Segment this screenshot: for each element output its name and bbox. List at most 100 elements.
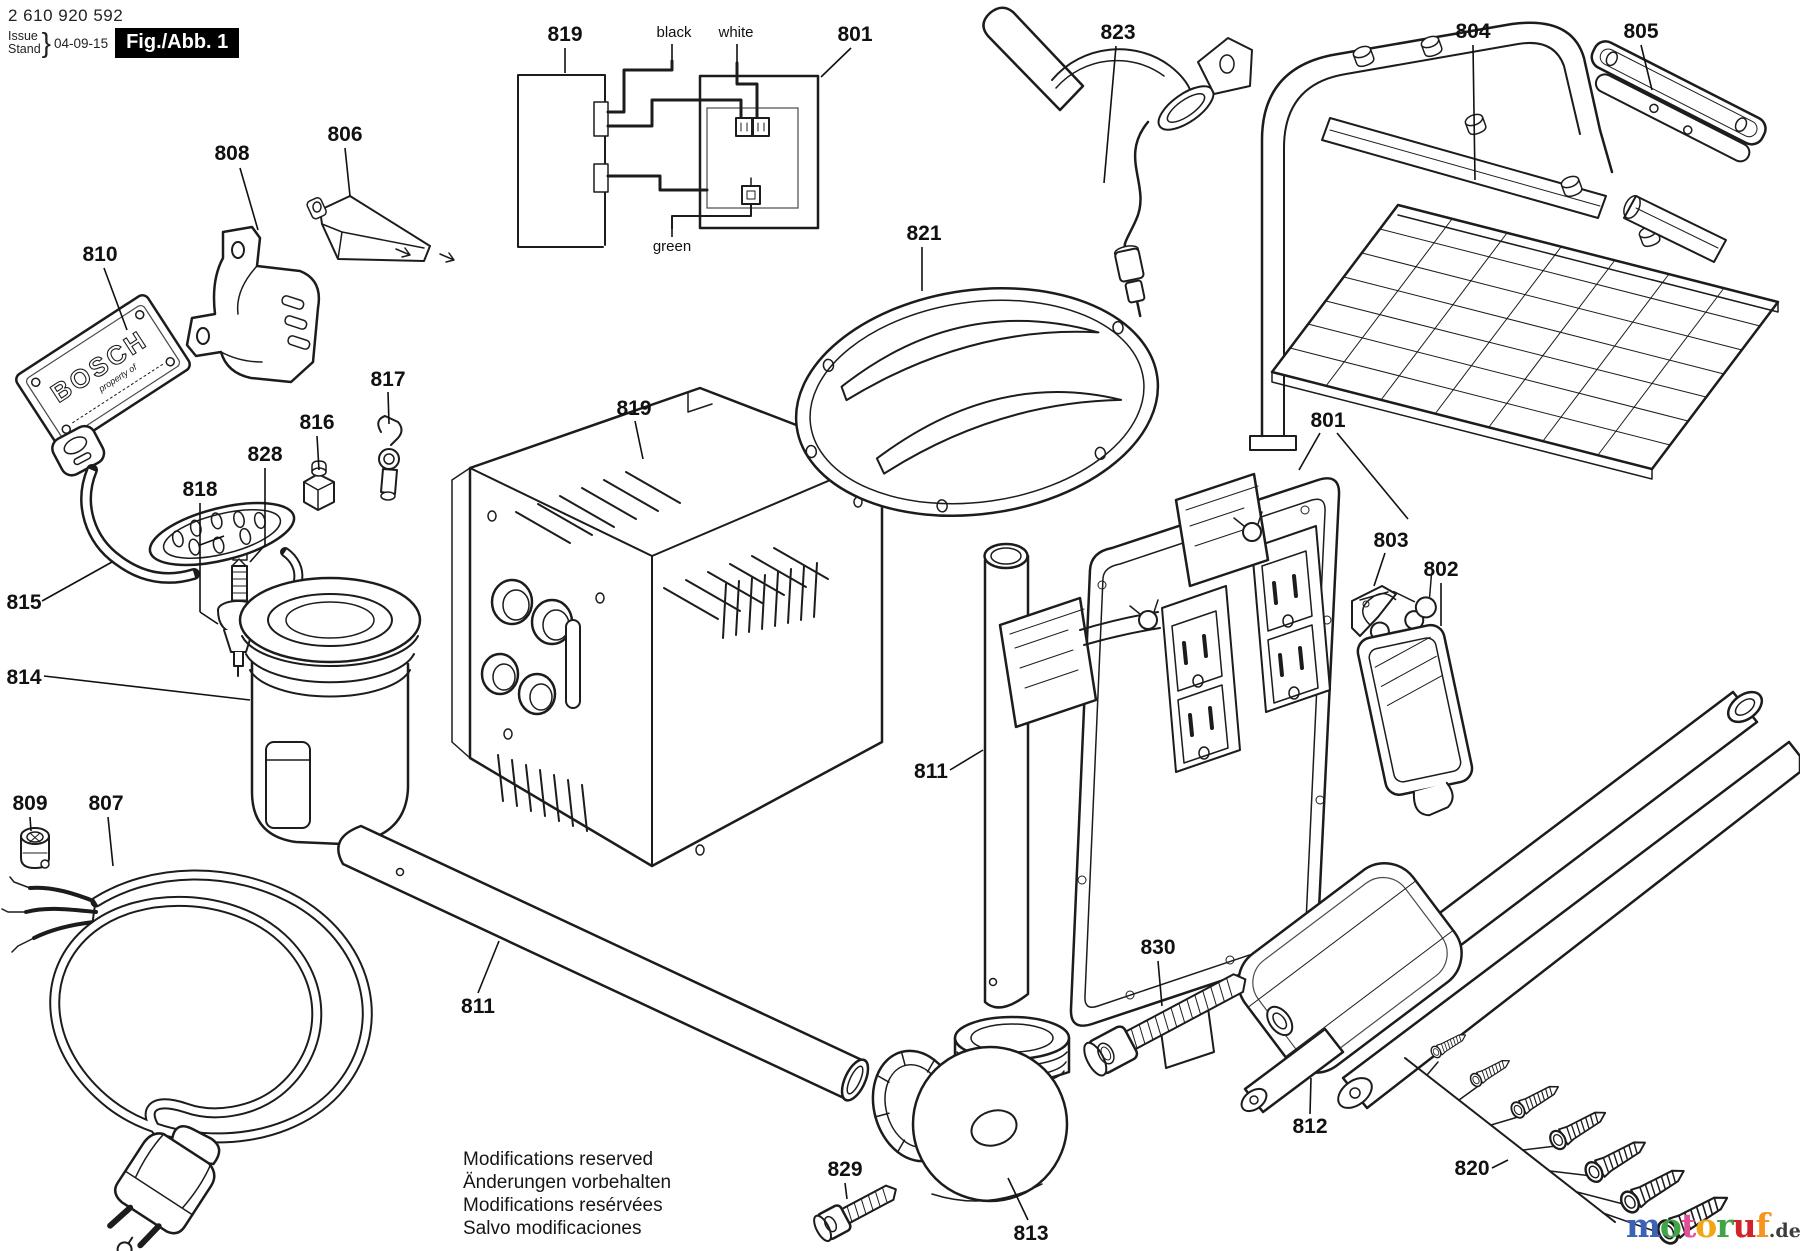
leader-line-805 <box>1640 44 1653 91</box>
notice-line-es: Salvo modificaciones <box>463 1217 642 1239</box>
notice-line-fr: Modifications resérvées <box>463 1194 663 1216</box>
part-816-nut <box>303 460 335 511</box>
part-callout-wire-green: green <box>653 238 691 255</box>
part-812-handle <box>1237 690 1800 1114</box>
housing-bosses <box>480 578 574 716</box>
leader-line-819-housing <box>634 420 644 460</box>
leader-line-809 <box>29 816 32 832</box>
leader-line-830 <box>1157 960 1163 1007</box>
part-callout-810: 810 <box>82 243 117 266</box>
part-callout-wire-white: white <box>717 24 753 41</box>
gfci-outlet-left <box>1161 585 1241 773</box>
leader-line-801-panel <box>1298 432 1321 471</box>
part-806-flap <box>306 195 455 263</box>
part-callout-803: 803 <box>1373 529 1408 552</box>
part-callout-811-tube-horizontal: 811 <box>461 995 495 1018</box>
part-830-screw <box>1083 973 1247 1077</box>
figure-label: Fig./Abb. 1 <box>115 28 240 58</box>
leader-line-804 <box>1472 44 1476 181</box>
part-callout-811-tube-vertical: 811 <box>914 760 948 783</box>
part-callout-801-panel: 801 <box>1310 409 1345 432</box>
part-808-bracket <box>185 225 321 384</box>
part-callout-806: 806 <box>327 123 362 146</box>
outlet-cover-right-open <box>1174 472 1270 588</box>
leader-line-823 <box>1103 45 1117 184</box>
black-wire <box>606 59 674 114</box>
leader-line-816 <box>316 435 320 471</box>
wiring-diagram <box>517 59 820 248</box>
part-callout-814: 814 <box>6 666 41 689</box>
part-821-round-cover <box>794 286 1160 518</box>
watermark-suffix: .de <box>1768 1220 1800 1242</box>
part-callout-816: 816 <box>299 411 334 434</box>
leader-line-807 <box>107 816 114 867</box>
cage-side-rail <box>1623 194 1727 263</box>
gfci-outlet-right <box>1251 525 1331 713</box>
leader-line-811-tube-horizontal <box>477 940 500 994</box>
watermark-letter: u <box>1732 1206 1757 1245</box>
part-817-clamp <box>377 415 403 501</box>
part-callout-807: 807 <box>88 792 123 815</box>
part-811-tube-vertical <box>983 542 1030 1009</box>
part-callout-802: 802 <box>1423 558 1458 581</box>
part-callout-820: 820 <box>1454 1157 1489 1180</box>
power-plug <box>107 1125 221 1251</box>
part-callout-823: 823 <box>1100 21 1135 44</box>
part-callout-812: 812 <box>1292 1115 1327 1138</box>
leader-line-815 <box>41 561 113 602</box>
part-801-outlet-panel <box>998 472 1341 1069</box>
part-callout-801-wiring: 801 <box>837 23 872 46</box>
handle-grip <box>1237 862 1463 1074</box>
part-callout-828: 828 <box>247 443 282 466</box>
leader-line-820 <box>1491 1159 1509 1169</box>
notice-line-en: Modifications reserved <box>463 1149 654 1170</box>
stand-label: Stand <box>8 42 41 56</box>
leader-line-801-wiring <box>820 47 852 78</box>
part-callout-813: 813 <box>1013 1222 1048 1245</box>
part-823-strap <box>982 6 1215 318</box>
watermark-letter: t <box>1680 1206 1696 1245</box>
outlet-cover-left-open <box>998 596 1161 729</box>
header: 2 610 920 592 Issue Stand } 04-09-15 Fig… <box>8 6 240 59</box>
part-804-roll-cage <box>1197 21 1780 480</box>
notice-line-de: Änderungen vorbehalten <box>463 1171 672 1193</box>
part-813-elbow <box>871 1015 1071 1203</box>
leader-line-808 <box>239 167 259 231</box>
outlet-box-outline <box>698 74 820 230</box>
issue-label: Issue <box>8 28 38 43</box>
part-callout-804: 804 <box>1455 20 1490 43</box>
part-810-nameplate: BOSCH property of <box>15 294 191 450</box>
part-802-flip-cover <box>1356 574 1474 817</box>
leader-line-801-panel <box>1336 432 1409 520</box>
leader-line-813 <box>1007 1177 1029 1221</box>
part-callout-808: 808 <box>214 142 249 165</box>
white-wire <box>735 61 759 120</box>
part-callout-821: 821 <box>906 222 941 245</box>
part-callout-815: 815 <box>6 591 41 614</box>
watermark-letter: f <box>1755 1206 1770 1245</box>
leader-line-829 <box>844 1182 848 1200</box>
watermark-letter: r <box>1716 1206 1733 1245</box>
part-callout-819-housing: 819 <box>616 397 651 420</box>
cage-basket-grid <box>1270 203 1780 480</box>
green-wire <box>671 203 752 229</box>
part-callout-829: 829 <box>827 1158 862 1181</box>
issue-date: 04-09-15 <box>54 35 109 51</box>
leader-line-818 <box>199 611 219 625</box>
part-814-cup <box>238 576 422 846</box>
part-829-screw <box>813 1184 897 1243</box>
part-819-housing <box>451 386 884 868</box>
housing-vents-front <box>497 754 588 832</box>
watermark-letter: m <box>1626 1206 1661 1245</box>
leader-line-814 <box>43 675 251 701</box>
part-callout-817: 817 <box>370 368 405 391</box>
part-callout-819-wiring: 819 <box>547 23 582 46</box>
part-callout-830: 830 <box>1140 936 1175 959</box>
leader-line-828 <box>249 468 266 563</box>
leader-line-811-tube-vertical <box>949 749 984 771</box>
part-809-grommet <box>20 827 50 869</box>
watermark-letter: o <box>1695 1206 1717 1245</box>
